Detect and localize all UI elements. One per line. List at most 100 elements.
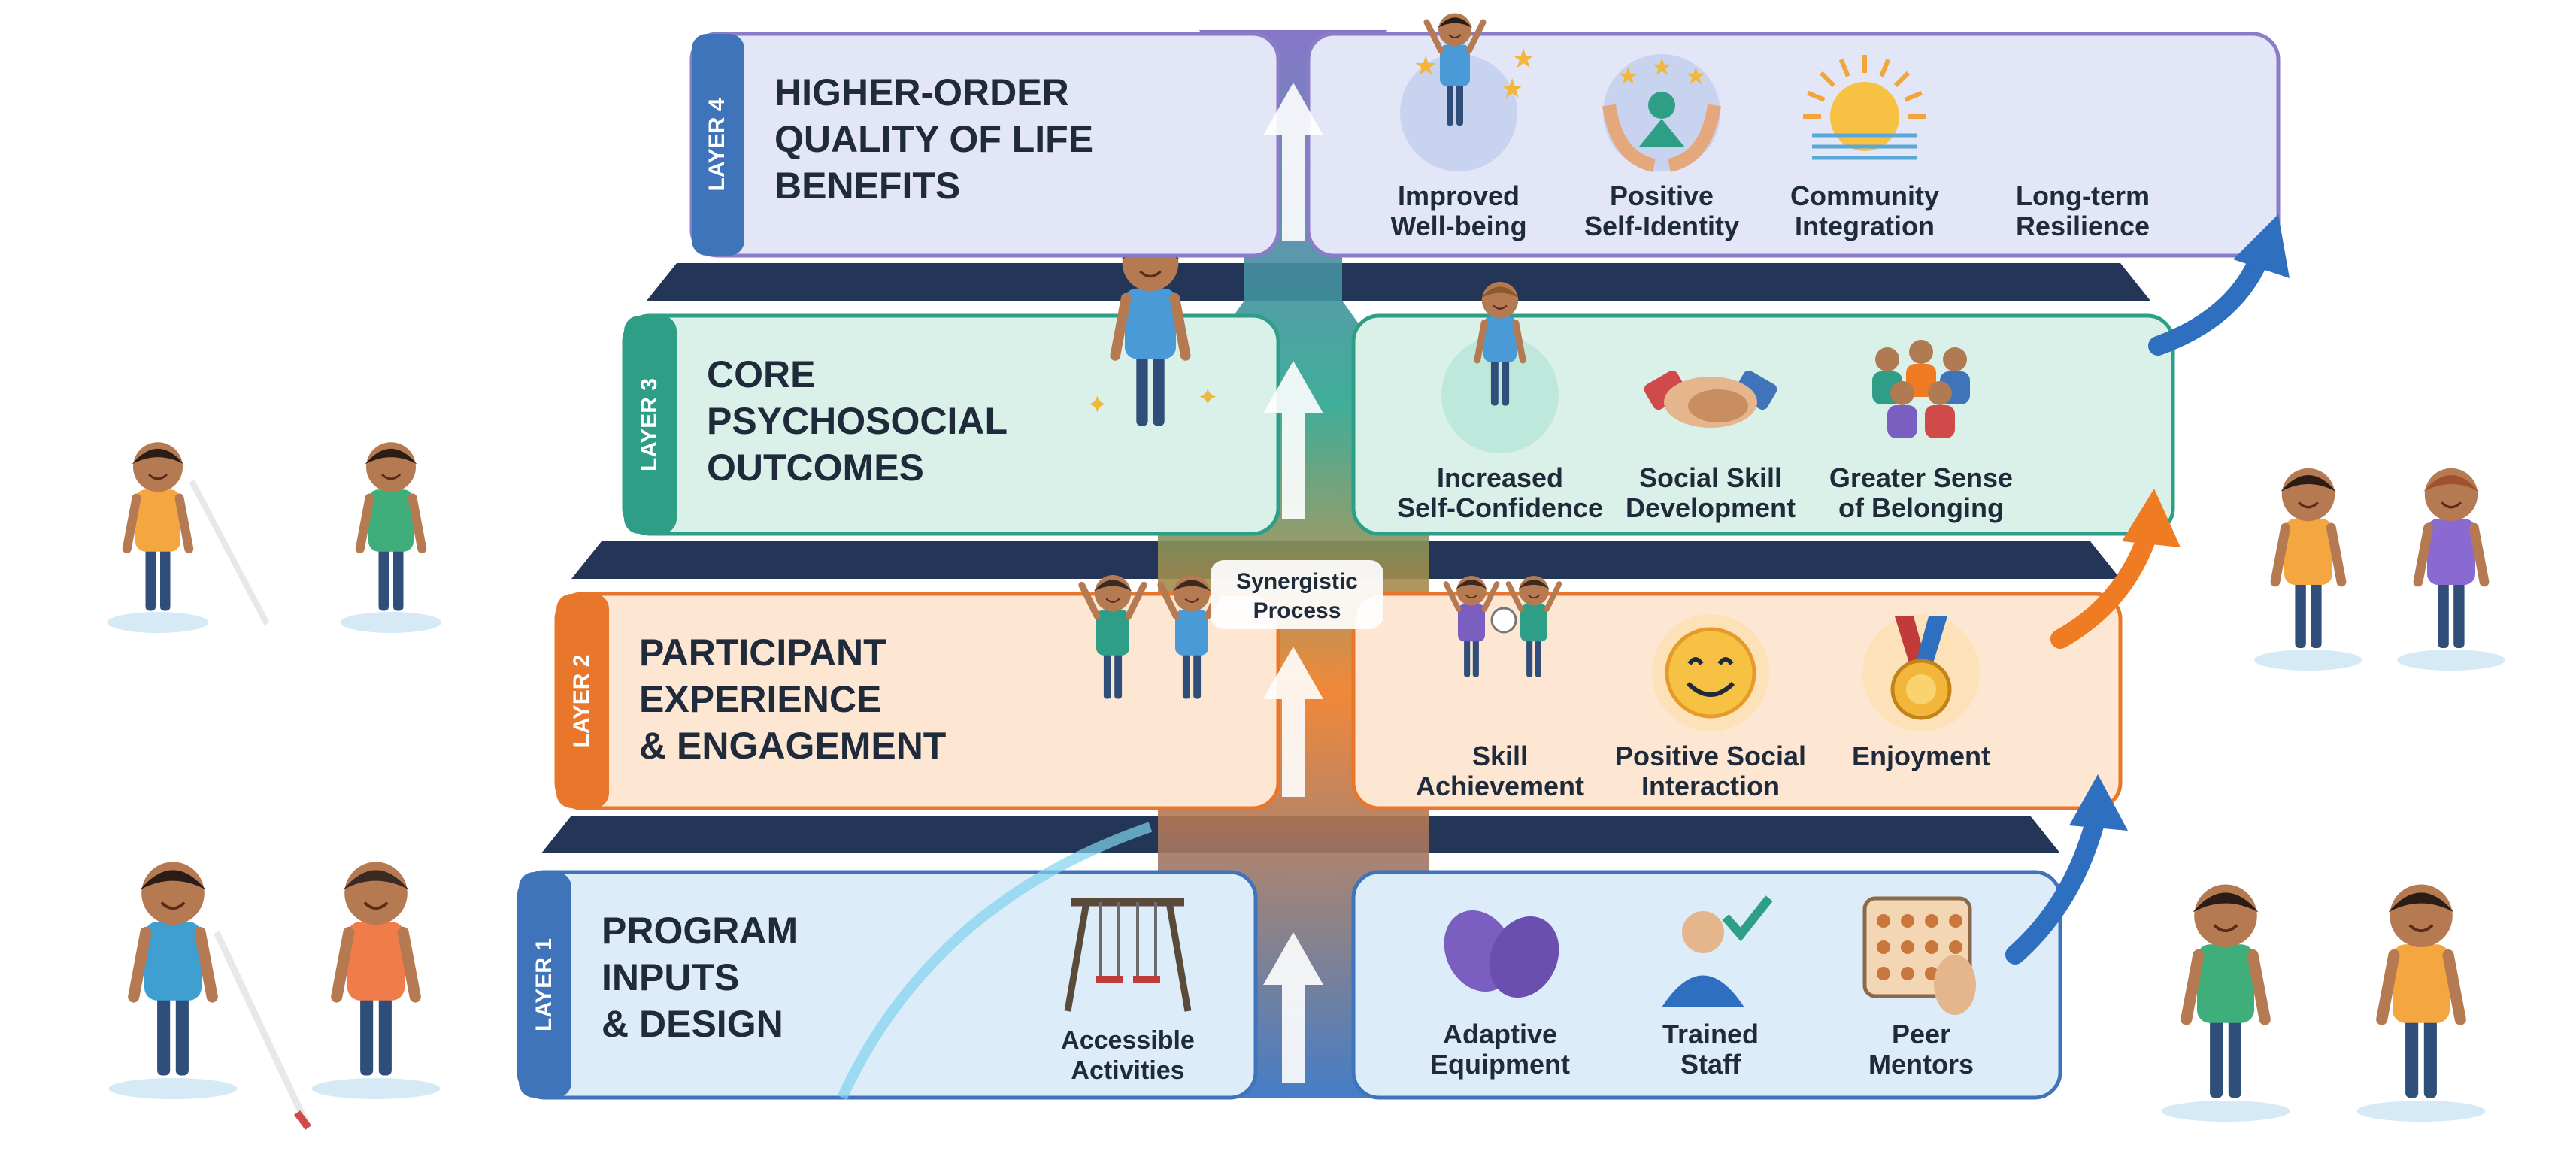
item-label: Trained (1662, 1019, 1759, 1049)
cheering-kids-icon (1078, 575, 1226, 699)
item-label: Self-Identity (1584, 210, 1739, 241)
child-walking-2 (2356, 884, 2486, 1122)
layer-3-tag-label: LAYER 3 (637, 378, 662, 471)
raised-hands-icon: ★ ★ ★ (1602, 53, 1721, 172)
item-label: Positive (1610, 180, 1714, 211)
swing-icon (1064, 898, 1192, 1012)
side-arrows (837, 214, 2290, 1100)
curve-arrow-head-3 (2233, 214, 2290, 278)
layer-3-title-line-3: OUTCOMES (707, 447, 924, 489)
smiley-face-icon (1652, 614, 1769, 731)
layer-1-title-line-1: PROGRAM (602, 910, 798, 952)
layer-3: LAYER 3 CORE PSYCHOSOCIAL OUTCOMES ✦ ✦ Increas… (622, 235, 2175, 536)
layer-1-title-line-3: & DESIGN (602, 1003, 783, 1045)
synergy-label-line-2: Process (1253, 598, 1341, 623)
svg-text:★: ★ (1414, 51, 1438, 82)
item-label: Peer (1892, 1019, 1950, 1049)
group-icon (1872, 340, 1970, 438)
child-with-backpack-1 (311, 862, 441, 1099)
curve-arrow-l1-to-l2 (2005, 802, 2108, 965)
layer-2-title-line-2: EXPERIENCE (639, 678, 881, 720)
synergy-label: Synergistic Process (1211, 560, 1383, 629)
child-with-cane-1 (107, 442, 209, 633)
item-label: Long-term (2016, 180, 2150, 211)
item-label: Interaction (1641, 771, 1780, 801)
svg-text:★: ★ (1500, 74, 1524, 104)
item-label: Equipment (1430, 1049, 1570, 1080)
layer-2-tag-label: LAYER 2 (569, 655, 594, 748)
layer-4-title-line-3: BENEFITS (774, 165, 960, 207)
layer-3-title-line-1: CORE (707, 353, 815, 395)
child-holding-hands-1 (2254, 468, 2362, 671)
layer-1-title-line-2: INPUTS (602, 956, 739, 998)
up-arrow-layer-1 (1263, 932, 1323, 1083)
child-waving-1 (340, 442, 442, 633)
item-label: Adaptive (1443, 1019, 1557, 1049)
layer-4-tag (692, 34, 744, 256)
children-illustrations (107, 442, 2505, 1130)
up-arrow-layer-4 (1263, 83, 1323, 241)
layer-4-title-line-2: QUALITY OF LIFE (774, 118, 1093, 160)
sunrise-icon (1803, 55, 1926, 160)
item-label: of Belonging (1838, 492, 2004, 523)
trained-staff-icon (1662, 895, 1773, 1007)
layer-4-tag-label: LAYER 4 (705, 98, 729, 191)
item-label: Accessible (1061, 1026, 1195, 1055)
white-cane-2 (213, 931, 312, 1129)
item-label: Well-being (1390, 210, 1526, 241)
item-label: Development (1626, 492, 1796, 523)
cane-tip (294, 1110, 311, 1130)
layer-3-title-line-2: PSYCHOSOCIAL (707, 400, 1008, 442)
item-label: Achievement (1416, 771, 1584, 801)
kids-playing-ball-icon (1443, 575, 1562, 677)
svg-text:★: ★ (1685, 62, 1707, 90)
handshake-icon (1644, 370, 1777, 428)
item-label: Social Skill (1639, 462, 1782, 493)
curve-arrow-head-1 (2069, 774, 2128, 831)
energy-swoosh (837, 822, 1153, 1100)
item-label: Self-Confidence (1397, 492, 1603, 523)
layer-2-title-line-1: PARTICIPANT (639, 631, 886, 674)
synergy-label-line-1: Synergistic (1236, 569, 1358, 594)
white-cane-1 (189, 480, 270, 625)
svg-text:★: ★ (1617, 62, 1639, 90)
item-label: Enjoyment (1852, 740, 1990, 771)
item-label: Improved (1398, 180, 1520, 211)
svg-text:★: ★ (1511, 44, 1535, 74)
layer-2-title-line-3: & ENGAGEMENT (639, 725, 946, 767)
layer-3-right-panel (1351, 313, 2175, 536)
layer-2-tag (556, 594, 609, 808)
layer-4-title-line-1: HIGHER-ORDER (774, 71, 1069, 114)
layer-4-right-panel (1306, 32, 2281, 258)
slab-layer-4 (647, 263, 2150, 301)
proud-kid-icon (1441, 282, 1559, 453)
curve-arrow-head-2 (2122, 489, 2181, 547)
up-arrow-layer-2 (1263, 647, 1323, 797)
braille-hand-icon (1862, 896, 1976, 1015)
item-label: Positive Social (1615, 740, 1806, 771)
svg-text:★: ★ (1651, 53, 1673, 81)
stars-kid-icon: ★★★ (1400, 13, 1535, 171)
item-label: Activities (1071, 1056, 1184, 1085)
up-arrow-layer-3 (1263, 361, 1323, 519)
item-label: Staff (1680, 1049, 1741, 1080)
layer-1-tag (519, 872, 571, 1098)
item-label: Increased (1437, 462, 1563, 493)
medal-icon (1862, 614, 1980, 731)
child-holding-hands-2 (2397, 468, 2505, 671)
item-label: Greater Sense (1829, 462, 2013, 493)
layer-3-tag (624, 316, 677, 534)
child-walking-1 (2161, 884, 2290, 1122)
svg-text:✦: ✦ (1086, 390, 1108, 420)
sign-hands-icon (1444, 910, 1559, 998)
item-label: Mentors (1868, 1049, 1974, 1080)
layer-1-tag-label: LAYER 1 (532, 938, 556, 1031)
item-label: Skill (1472, 740, 1528, 771)
item-label: Integration (1795, 210, 1935, 241)
svg-text:✦: ✦ (1197, 383, 1219, 413)
